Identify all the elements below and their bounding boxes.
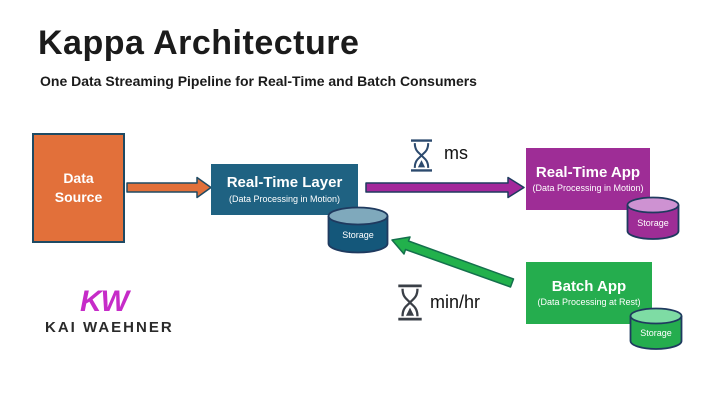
database-cylinder-icon — [327, 206, 389, 254]
storage-cylinder-realtime-app: Storage — [626, 196, 680, 241]
storage-cylinder-realtime-layer: Storage — [327, 206, 389, 254]
storage-label: Storage — [342, 230, 374, 240]
storage-cylinder-batch-app: Storage — [629, 307, 683, 351]
hourglass-icon — [408, 138, 435, 178]
node-realtime-layer-title: Real-Time Layer — [226, 174, 343, 192]
arrow-layer-to-realtime-app — [365, 176, 525, 199]
node-data-source-label: Data Source — [54, 170, 103, 205]
latency-label-realtime: ms — [444, 143, 468, 163]
node-realtime-app: Real-Time App (Data Processing in Motion… — [526, 148, 650, 210]
node-batch-app-subtitle: (Data Processing at Rest) — [537, 297, 641, 308]
storage-label: Storage — [637, 218, 669, 228]
latency-label-batch: min/hr — [430, 292, 481, 312]
page-title: Kappa Architecture — [38, 24, 360, 62]
arrow-batch-app-to-layer — [391, 236, 515, 288]
node-realtime-app-title: Real-Time App — [535, 163, 641, 181]
database-cylinder-icon — [626, 196, 680, 240]
node-batch-app-title: Batch App — [551, 277, 627, 295]
node-data-source: Data Source — [32, 133, 125, 243]
storage-label: Storage — [640, 328, 672, 338]
arrow-source-to-layer — [126, 176, 212, 199]
kai-waehner-logo-monogram: KW — [80, 285, 129, 318]
kai-waehner-logo-wordmark: KAI WAEHNER — [45, 319, 174, 336]
hourglass-icon — [395, 283, 425, 327]
page-subtitle: One Data Streaming Pipeline for Real-Tim… — [40, 73, 477, 89]
node-realtime-layer: Real-Time Layer (Data Processing in Moti… — [211, 164, 358, 215]
node-realtime-app-subtitle: (Data Processing in Motion) — [532, 183, 644, 194]
database-cylinder-icon — [629, 307, 683, 350]
node-realtime-layer-subtitle: (Data Processing in Motion) — [228, 193, 341, 204]
